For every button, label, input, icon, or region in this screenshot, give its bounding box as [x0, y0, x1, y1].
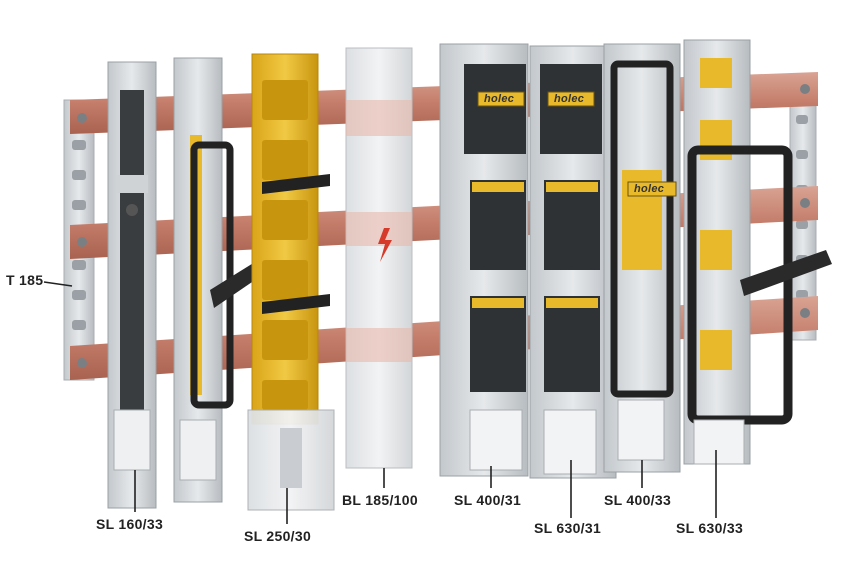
holec-logo	[477, 91, 677, 197]
label-sl250-30: SL 250/30	[244, 528, 312, 544]
sl630-31-module	[529, 45, 617, 479]
holec-logo-text-1: holec	[484, 93, 515, 105]
sl630-33-module	[683, 39, 832, 465]
label-sl160-33: SL 160/33	[96, 516, 164, 532]
bl185-100-cover	[345, 47, 413, 469]
label-bl185-100: BL 185/100	[342, 492, 418, 508]
sl160-33-module	[107, 61, 157, 509]
leader-lines	[43, 281, 717, 524]
sl400-31-module	[439, 43, 529, 477]
label-sl630-33: SL 630/33	[676, 520, 744, 536]
holec-logo-text-3: holec	[634, 183, 665, 195]
sl400-33-module	[603, 43, 681, 473]
label-sl400-31: SL 400/31	[454, 492, 522, 508]
switch-module-2	[173, 57, 255, 503]
sl250-30-module	[247, 53, 335, 511]
label-sl400-33: SL 400/33	[604, 492, 672, 508]
holec-logo-text-2: holec	[554, 93, 585, 105]
lightning-warning-icon	[378, 228, 392, 262]
label-sl630-31: SL 630/31	[534, 520, 602, 536]
label-t185: T 185	[6, 272, 44, 288]
